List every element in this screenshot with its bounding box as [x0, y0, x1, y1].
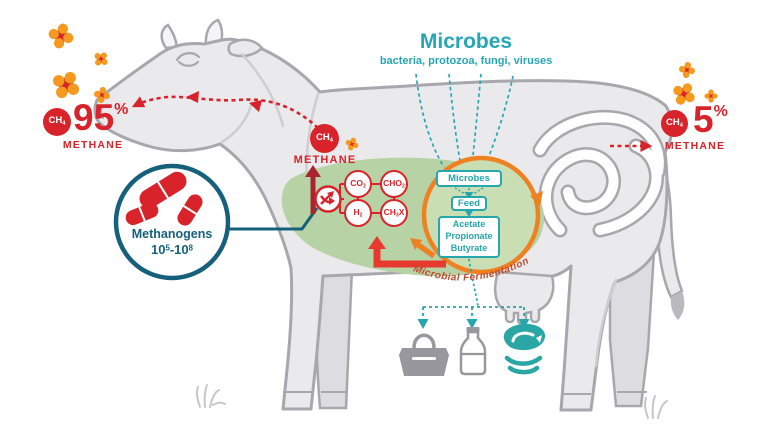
- body-lines: [220, 52, 618, 368]
- feed-return-arrow: [373, 246, 446, 268]
- milk-bottle-icon: [459, 327, 487, 376]
- ch4-badge-mouth: CH4: [43, 108, 71, 136]
- cycle-arrowhead: [530, 191, 543, 206]
- belch-methane-label: METHANE: [293, 154, 357, 166]
- chemical-ch3x: CH3X: [380, 199, 408, 227]
- methanogen-pill-icon: [125, 171, 203, 226]
- microbes-subtitle: bacteria, protozoa, fungi, viruses: [379, 55, 553, 67]
- shopping-bag-icon: [399, 333, 449, 376]
- cycle-feed-box: Feed: [451, 196, 487, 211]
- chemical-cho2: CHO2: [380, 170, 408, 198]
- product-drop-lines: [422, 306, 525, 321]
- chemical-co2: CO2: [344, 170, 372, 198]
- mouth-percent: 95%: [73, 97, 129, 138]
- horn-icon: [160, 23, 179, 50]
- breath-arrow: [131, 95, 319, 129]
- cycle-vfa-box: Acetate Propionate Butyrate: [438, 216, 500, 258]
- methanogenesis-branch-icon: [314, 185, 342, 213]
- ch4-badge-belch: CH4: [310, 124, 339, 153]
- cycle-up-arrow: [415, 241, 436, 259]
- methanogens-connector: [228, 207, 319, 231]
- methanogens-inset: [113, 163, 231, 281]
- intestines: [532, 109, 667, 238]
- rear-methane-label: METHANE: [664, 140, 726, 152]
- mouth-methane-label: METHANE: [62, 139, 124, 151]
- hooves: [283, 391, 647, 395]
- microbe-drop-lines: [415, 73, 514, 168]
- ear-icon: [227, 38, 264, 58]
- methanogens-range: 105-108: [151, 242, 193, 257]
- cycle-microbes-box: Microbes: [436, 170, 502, 187]
- udder: [494, 270, 555, 326]
- chemical-h2: H2: [344, 199, 372, 227]
- ch4-badge-rear: CH4: [661, 110, 688, 137]
- methanogenesis-pathway: [228, 165, 395, 231]
- grass-icon: [195, 384, 668, 419]
- emission-arrows: [131, 91, 653, 152]
- face-details: [99, 52, 201, 120]
- microbes-title: Microbes: [419, 30, 513, 53]
- methanogens-label: Methanogens: [131, 227, 213, 241]
- products: [399, 306, 546, 376]
- meat-icon: [503, 323, 546, 375]
- tail-tuft: [670, 291, 685, 320]
- rear-percent: 5%: [693, 99, 728, 140]
